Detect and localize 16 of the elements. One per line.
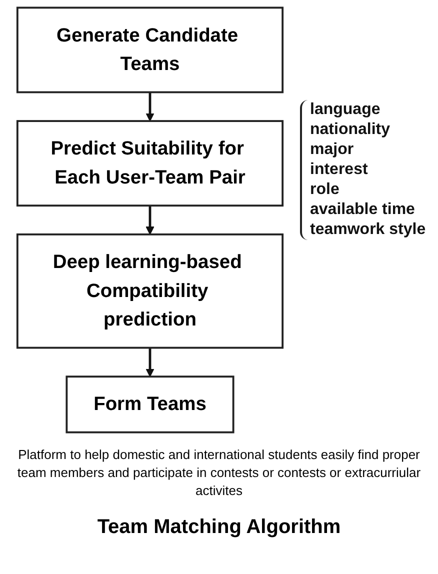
attribute-label: nationality [310, 120, 392, 140]
attribute-label: interest [310, 160, 369, 180]
arrow [146, 348, 154, 377]
attribute-label: teamwork style [310, 220, 426, 240]
arrow [146, 206, 154, 235]
attribute-label: language [310, 100, 382, 120]
arrow [146, 92, 154, 122]
caption-text: Platform to help domestic and international students easily find proper team members and participate in contests or contests or extracurriular activites [16, 446, 422, 500]
attribute-label: major [310, 140, 355, 160]
attribute-label: role [310, 180, 340, 200]
node-box: Generate Candidate Teams [16, 6, 284, 94]
node-box: Predict Suitability for Each User-Team Pair [16, 120, 284, 207]
diagram-title: Team Matching Algorithm [97, 516, 341, 539]
node-box: Form Teams [66, 376, 234, 434]
node-box: Deep learning-based Compatibility prediction [16, 233, 284, 349]
attribute-label: available time [310, 200, 416, 220]
